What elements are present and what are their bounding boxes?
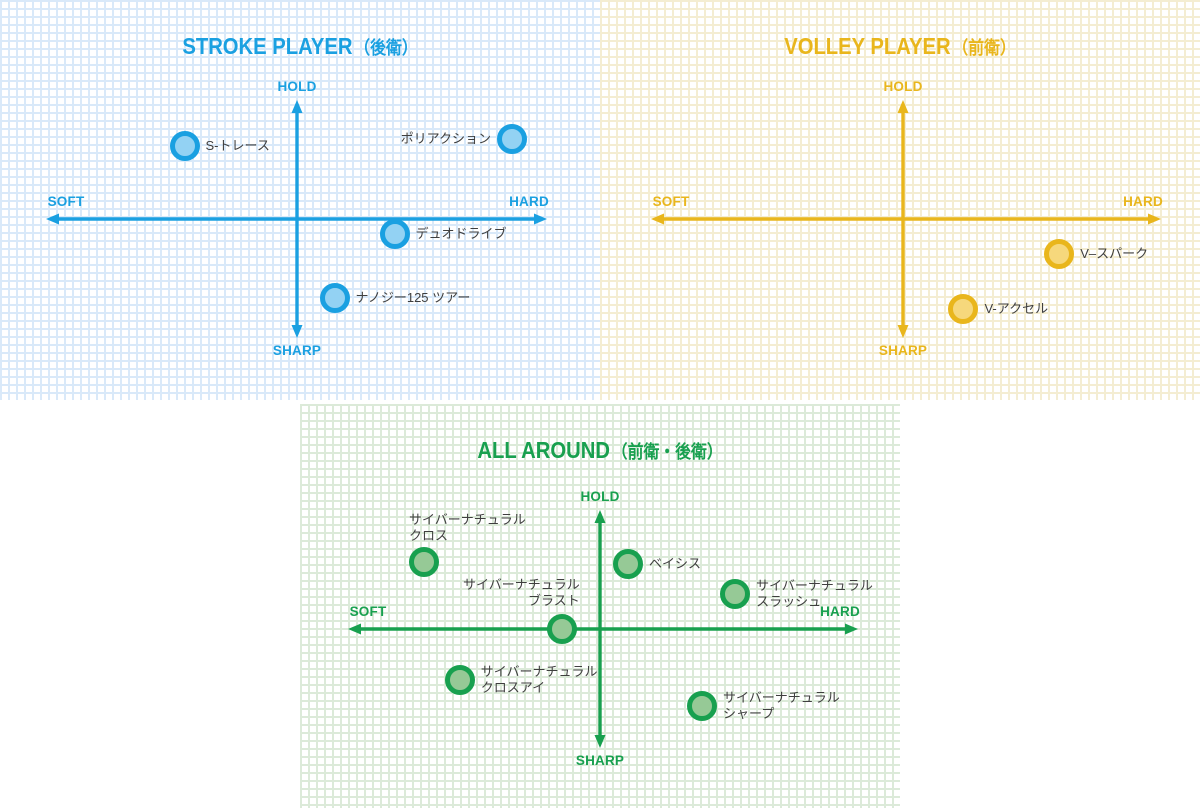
panel-title-jp: （後衛） bbox=[354, 38, 418, 58]
data-point bbox=[319, 282, 350, 313]
axis-label-hard: HARD bbox=[1123, 194, 1163, 209]
axis-label-hold: HOLD bbox=[883, 79, 923, 94]
stroke-player-panel: STROKE PLAYER（後衛） HOLD SHARP SOFT HARD S-トレー… bbox=[0, 0, 600, 400]
data-point-label: サイバーナチュラルクロスアイ bbox=[480, 664, 598, 696]
data-point-label: サイバーナチュラルブラスト bbox=[463, 577, 580, 608]
panel-title: VOLLEY PLAYER（前衛） bbox=[636, 33, 1164, 60]
axis-label-hold: HOLD bbox=[580, 489, 620, 504]
axis-label-hard: HARD bbox=[509, 194, 549, 209]
data-point-label: ナノジー125 ツアー bbox=[355, 289, 471, 305]
data-point bbox=[1044, 238, 1075, 269]
data-point-label: S-トレース bbox=[205, 138, 270, 154]
data-point-label: サイバーナチュラルスラッシュ bbox=[756, 578, 873, 610]
panel-title-en: ALL AROUND bbox=[477, 437, 611, 463]
quadrant-axes bbox=[651, 100, 1161, 338]
volley-player-panel: VOLLEY PLAYER（前衛） HOLD SHARP SOFT HARD V–スパー… bbox=[600, 0, 1200, 400]
data-point bbox=[497, 124, 527, 155]
axis-label-hold: HOLD bbox=[277, 79, 317, 94]
panel-title-jp: （前衛） bbox=[952, 38, 1016, 58]
data-point bbox=[546, 614, 577, 644]
axis-label-soft: SOFT bbox=[349, 604, 387, 619]
data-point-label: V-アクセル bbox=[984, 301, 1049, 317]
panel-title: ALL AROUND（前衛・後衛） bbox=[336, 437, 864, 464]
data-point-label: サイバーナチュラルシャープ bbox=[723, 690, 840, 722]
data-point bbox=[948, 294, 979, 325]
axis-label-soft: SOFT bbox=[652, 194, 690, 209]
panel-title-jp: （前衛・後衛） bbox=[611, 442, 723, 462]
data-point bbox=[169, 131, 200, 162]
data-point-label: ポリアクション bbox=[400, 131, 491, 147]
data-point-label: デュオドライブ bbox=[415, 226, 507, 242]
panel-title: STROKE PLAYER（後衛） bbox=[36, 33, 564, 60]
data-point-label: サイバーナチュラルクロス bbox=[409, 512, 526, 544]
data-point bbox=[613, 548, 644, 579]
axis-label-sharp: SHARP bbox=[575, 753, 625, 768]
data-point-label: ベイシス bbox=[649, 555, 702, 571]
data-point bbox=[444, 665, 475, 696]
panel-title-en: STROKE PLAYER bbox=[182, 33, 353, 59]
data-point bbox=[687, 691, 717, 722]
axis-label-sharp: SHARP bbox=[878, 343, 928, 358]
panel-title-en: VOLLEY PLAYER bbox=[784, 33, 951, 59]
axis-label-soft: SOFT bbox=[47, 194, 85, 209]
data-point-label: V–スパーク bbox=[1080, 245, 1149, 261]
axis-label-hard: HARD bbox=[820, 604, 860, 619]
data-point bbox=[409, 547, 440, 578]
data-point bbox=[720, 579, 751, 610]
axis-label-sharp: SHARP bbox=[272, 343, 322, 358]
data-point bbox=[379, 219, 410, 250]
